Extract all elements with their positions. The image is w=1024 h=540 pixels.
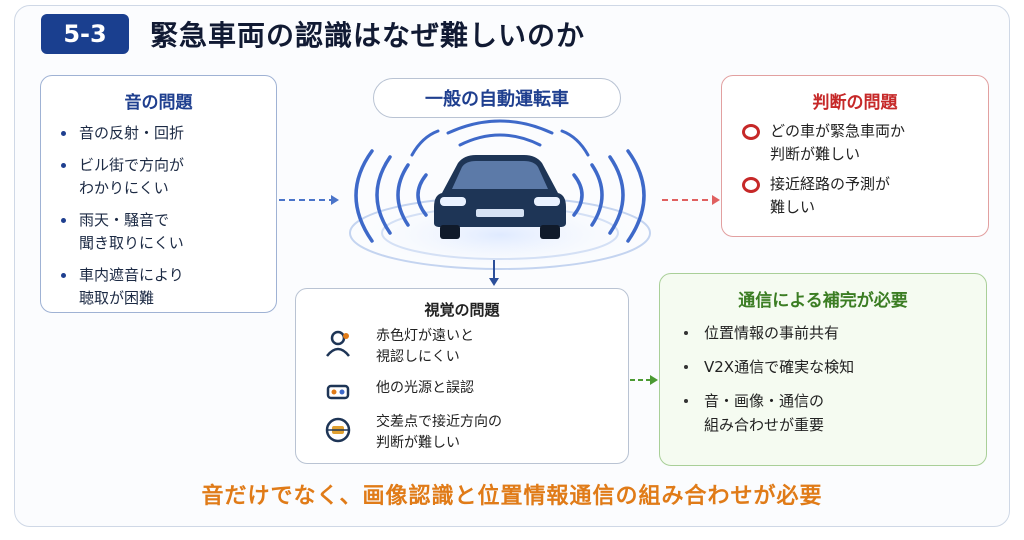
vision-problem-title: 視覚の問題 xyxy=(424,301,500,319)
sound-problem-list: 音の反射・回折 ビル街で方向が わかりにくい 雨天・騒音で 聞き取りにくい 車内… xyxy=(41,122,276,310)
list-item: 位置情報の事前共有 xyxy=(660,321,986,345)
judgment-problem-list: どの車が緊急車両か 判断が難しい 接近経路の予測が 難しい xyxy=(722,120,988,219)
sound-problem-title: 音の問題 xyxy=(124,93,193,113)
list-item: V2X通信で確実な検知 xyxy=(660,355,986,379)
center-label: 一般の自動運転車 xyxy=(373,78,621,118)
list-item: 接近経路の予測が 難しい xyxy=(722,173,988,219)
conclusion-message: 音だけでなく、画像認識と位置情報通信の組み合わせが必要 xyxy=(201,484,823,509)
light-icon xyxy=(326,384,350,400)
list-item: 音の反射・回折 xyxy=(41,122,276,145)
list-item: 音・画像・通信の 組み合わせが重要 xyxy=(660,389,986,437)
list-item: 赤色灯が遠いと 視認しにくい xyxy=(296,326,628,372)
list-item: 車内遮音により 聴取が困難 xyxy=(41,264,276,310)
arrow-green-icon xyxy=(630,375,658,385)
page-title: 緊急車両の認識はなぜ難しいのか xyxy=(150,19,586,52)
warning-ring-icon xyxy=(742,124,760,140)
arrow-left-icon xyxy=(279,195,339,205)
communication-list: 位置情報の事前共有 V2X通信で確実な検知 音・画像・通信の 組み合わせが重要 xyxy=(660,321,986,437)
car-illustration xyxy=(340,119,660,277)
section-badge: 5-3 xyxy=(41,14,129,54)
list-item: 他の光源と誤認 xyxy=(296,378,628,406)
wave-left-icon xyxy=(354,149,428,243)
sound-problem-box: 音の問題 音の反射・回折 ビル街で方向が わかりにくい 雨天・騒音で 聞き取りに… xyxy=(40,75,277,313)
vision-problem-list: 赤色灯が遠いと 視認しにくい 他の光源と誤認 交差点で接近方向の 判断が難しい xyxy=(296,326,628,458)
arrow-right-icon xyxy=(662,195,720,205)
intersection-icon xyxy=(325,417,351,443)
judgment-problem-box: 判断の問題 どの車が緊急車両か 判断が難しい 接近経路の予測が 難しい xyxy=(721,75,989,237)
person-icon xyxy=(326,330,350,357)
warning-ring-icon xyxy=(742,177,760,193)
car-icon xyxy=(434,155,566,239)
list-item: 交差点で接近方向の 判断が難しい xyxy=(296,412,628,458)
judgment-problem-title: 判断の問題 xyxy=(812,93,898,113)
vision-problem-box: 視覚の問題 赤色灯が遠いと 視認しにくい 他の光源と誤認 交差 xyxy=(295,288,629,464)
list-item: ビル街で方向が わかりにくい xyxy=(41,154,276,200)
communication-box: 通信による補完が必要 位置情報の事前共有 V2X通信で確実な検知 音・画像・通信… xyxy=(659,273,987,466)
list-item: 雨天・騒音で 聞き取りにくい xyxy=(41,209,276,255)
wave-right-icon xyxy=(572,149,646,243)
communication-title: 通信による補完が必要 xyxy=(738,291,908,311)
arrow-down-icon xyxy=(489,260,499,286)
wave-top-icon xyxy=(410,119,590,157)
list-item: どの車が緊急車両か 判断が難しい xyxy=(722,120,988,166)
